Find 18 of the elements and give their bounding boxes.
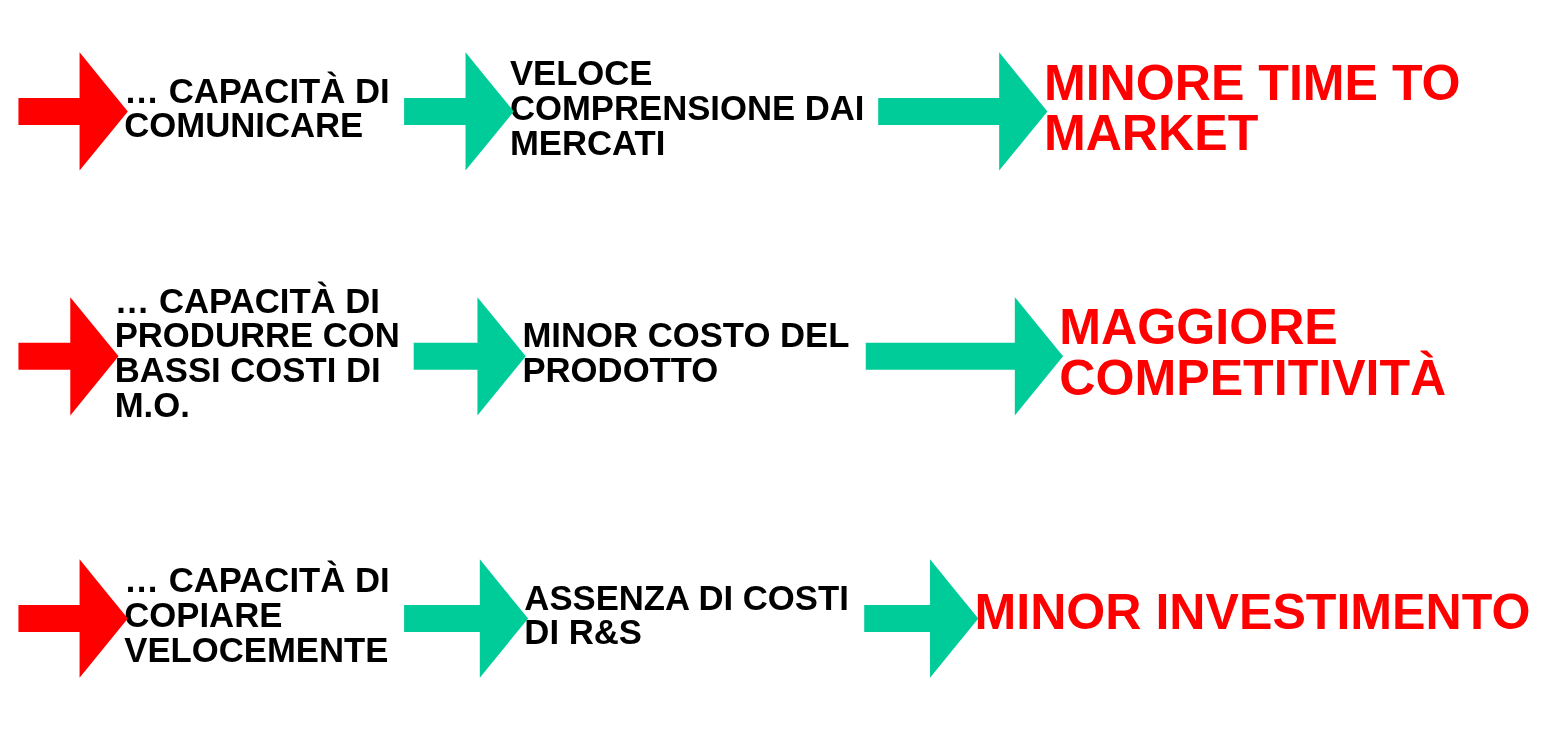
arrow bbox=[413, 297, 526, 416]
arrow bbox=[878, 52, 1048, 171]
node-text: ASSENZA DI COSTI DI R&S bbox=[524, 578, 849, 652]
node-text: … CAPACITÀ DI COPIARE VELOCEMENTE bbox=[124, 561, 390, 669]
arrow bbox=[865, 297, 1064, 416]
node-text: MINOR INVESTIMENTO bbox=[974, 583, 1531, 640]
node-text: MINOR COSTO DEL PRODOTTO bbox=[522, 316, 850, 390]
node-text: … CAPACITÀ DI PRODURRE CON BASSI COSTI DI M.O. bbox=[114, 281, 400, 424]
node-text: MAGGIORE COMPETITIVITÀ bbox=[1059, 299, 1447, 406]
node-text: … CAPACITÀ DI COMUNICARE bbox=[124, 71, 390, 145]
node-text: VELOCE COMPRENSIONE DAI MERCATI bbox=[509, 54, 865, 162]
arrow bbox=[18, 297, 119, 416]
arrow bbox=[404, 52, 514, 171]
arrow bbox=[18, 559, 128, 678]
node-text: MINORE TIME TO MARKET bbox=[1043, 54, 1461, 161]
arrow bbox=[18, 52, 128, 171]
arrow bbox=[864, 559, 979, 678]
arrow bbox=[404, 559, 529, 678]
